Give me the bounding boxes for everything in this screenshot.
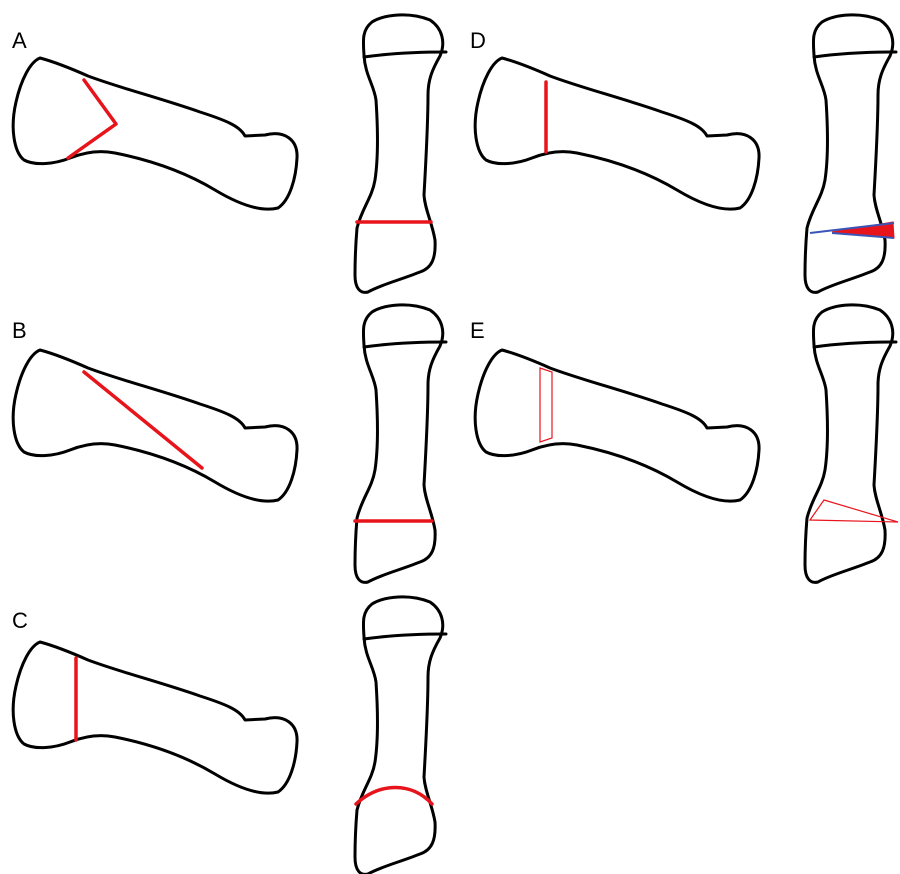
lateral-bone-outline [13, 350, 297, 501]
articular-line [364, 52, 446, 57]
lateral-bone-outline [475, 58, 759, 209]
articular-line [364, 342, 446, 347]
panel-a-dorsal [355, 15, 446, 292]
chevron-osteotomy-cut [68, 80, 116, 158]
panel-b-dorsal [355, 305, 446, 582]
panel-b-lateral [13, 350, 297, 501]
articular-line [364, 634, 446, 639]
panel-e-dorsal [805, 305, 898, 582]
panel-d-lateral [475, 58, 759, 209]
hatched-bone-graft [540, 368, 552, 442]
panel-e-lateral [475, 350, 759, 501]
opening-wedge-graft [810, 500, 898, 522]
lateral-bone-outline [475, 350, 759, 501]
panel-c-dorsal [355, 597, 446, 874]
articular-line [814, 342, 896, 347]
articular-line [814, 52, 896, 57]
panel-c-lateral [13, 642, 297, 793]
dome-osteotomy-cut [356, 788, 432, 805]
lateral-bone-outline [13, 642, 297, 793]
panel-a-lateral [13, 58, 297, 209]
lateral-bone-outline [13, 58, 297, 209]
panel-d-dorsal [805, 15, 896, 292]
